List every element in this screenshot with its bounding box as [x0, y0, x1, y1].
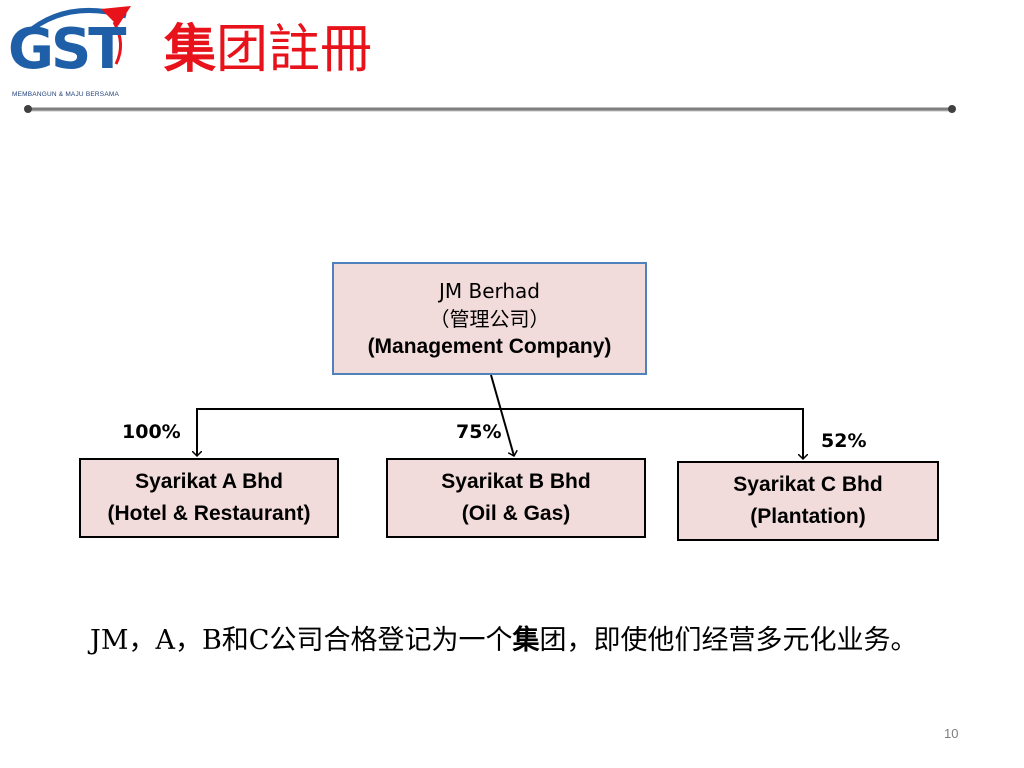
- description-part-1: JM，A，B和C公司合格登记为一个: [90, 625, 513, 656]
- page-title-part-2: 团註冊: [216, 20, 373, 80]
- page-number: 10: [944, 726, 959, 741]
- subsidiary-b-name: Syarikat B Bhd: [441, 470, 591, 493]
- gst-logo: [6, 4, 156, 104]
- gst-logo-text: GST: [8, 17, 126, 82]
- subsidiary-box-b: Syarikat B Bhd (Oil & Gas): [386, 458, 646, 538]
- subsidiary-c-name: Syarikat C Bhd: [733, 473, 883, 496]
- page-title: 集团註冊: [164, 24, 372, 77]
- ownership-a-label: 100%: [122, 421, 181, 443]
- subsidiary-box-c: Syarikat C Bhd (Plantation): [677, 461, 939, 541]
- parent-company-name-cn: （管理公司）: [429, 306, 550, 331]
- subsidiary-a-name: Syarikat A Bhd: [135, 470, 283, 493]
- description-bold: 集: [512, 625, 540, 656]
- header-divider: [24, 105, 956, 113]
- subsidiary-box-a: Syarikat A Bhd (Hotel & Restaurant): [79, 458, 339, 538]
- subsidiary-b-desc: (Oil & Gas): [461, 502, 571, 525]
- parent-company-name: JM Berhad: [438, 278, 541, 303]
- divider-left-dot-icon: [24, 105, 32, 113]
- parent-company-box: JM Berhad （管理公司） (Management Company): [332, 262, 647, 375]
- gst-logo-tagline: MEMBANGUN & MAJU BERSAMA: [12, 91, 120, 98]
- divider-right-dot-icon: [948, 105, 956, 113]
- ownership-b-label: 75%: [456, 421, 502, 443]
- parent-company-name-en: (Management Company): [367, 334, 612, 358]
- ownership-c-label: 52%: [821, 430, 867, 452]
- subsidiary-a-desc: (Hotel & Restaurant): [107, 502, 311, 525]
- description-text: JM，A，B和C公司合格登记为一个集团，即使他们经营多元化业务。: [90, 620, 940, 662]
- description-part-2: 团，即使他们经营多元化业务。: [539, 625, 918, 656]
- subsidiary-c-desc: (Plantation): [750, 505, 866, 528]
- connector-to-b: [490, 374, 514, 456]
- gst-logo-swoosh-icon: [24, 6, 131, 65]
- page-title-part-1: 集: [164, 19, 217, 80]
